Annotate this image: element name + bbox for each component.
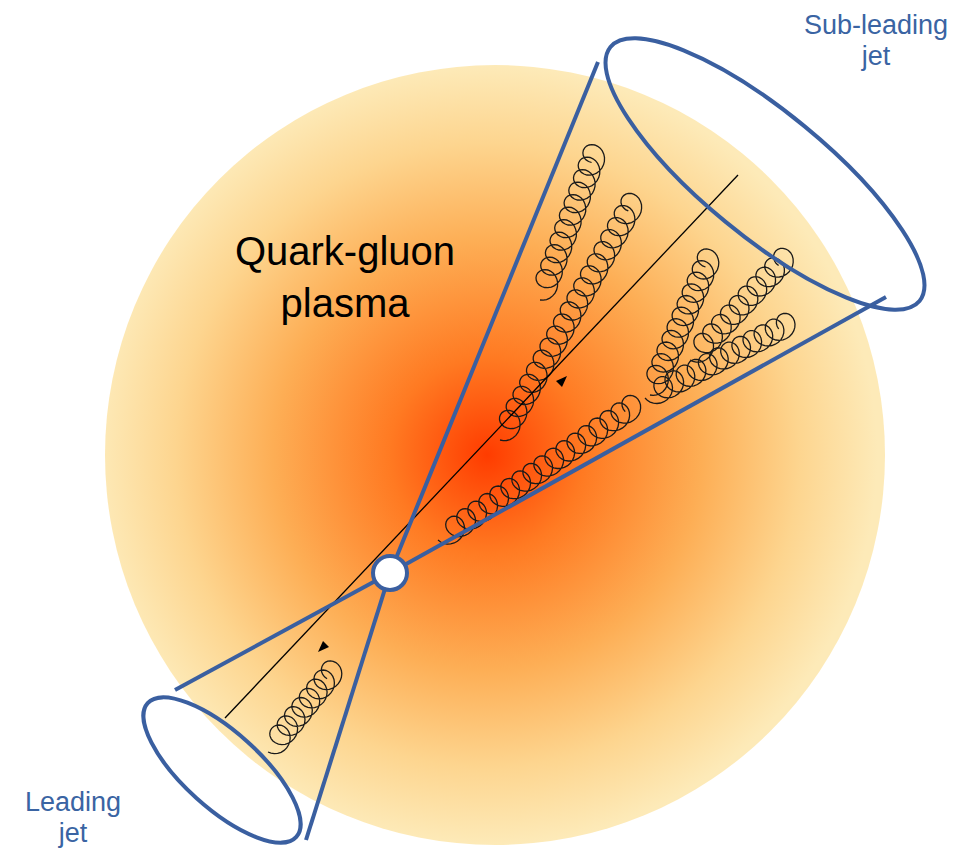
jet-label: Leading jet	[18, 787, 128, 849]
gluon-coil	[500, 193, 642, 440]
cone-mouth	[571, 0, 959, 349]
collision-point	[373, 556, 407, 590]
jet-cones	[122, 0, 959, 865]
gluon-coil	[536, 145, 605, 301]
gluon-coils	[268, 145, 795, 754]
cone-edge	[306, 573, 390, 840]
jet-label: Sub-leading jet	[796, 10, 956, 72]
cone-edge	[390, 62, 598, 573]
plasma-disc	[105, 65, 885, 845]
axis-line	[225, 175, 738, 718]
plasma-outline	[105, 65, 885, 845]
cone-edge	[390, 297, 886, 573]
jet-axis	[225, 175, 738, 718]
cone-mouth	[122, 675, 321, 865]
gluon-coil	[647, 249, 719, 396]
gluon-coil	[690, 248, 793, 362]
gluon-coil	[438, 395, 641, 544]
plasma-region: Quark-gluon plasma	[105, 65, 885, 845]
quark-arrow	[556, 376, 567, 387]
region-label: Quark-gluon plasma	[200, 225, 490, 329]
gluon-coil	[268, 661, 342, 754]
quark-arrow	[318, 641, 329, 652]
